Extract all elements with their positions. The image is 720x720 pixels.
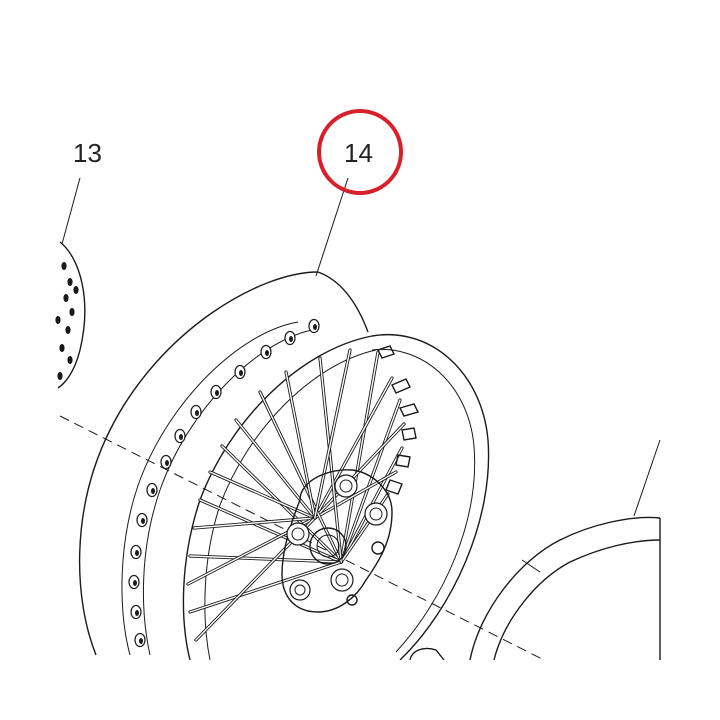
disc-holes [55, 262, 79, 380]
rim-front-inner [371, 348, 476, 653]
part-14-spoked-wheel [78, 271, 490, 661]
hub-carrier [281, 469, 393, 613]
rim-lip [121, 321, 299, 656]
rim-back-edge [317, 271, 369, 333]
callout-highlight-ring [317, 109, 403, 195]
disc-hole [61, 262, 67, 270]
callout-label-14[interactable]: 14 [344, 138, 373, 168]
hub-bolt-hole [286, 522, 310, 546]
adjacent-part-tire [409, 516, 661, 661]
disc-hole [59, 344, 65, 352]
disc-hole [67, 356, 73, 364]
disc-hole [65, 326, 71, 334]
hub-bolt-hole [330, 568, 354, 592]
leader-line-13 [61, 177, 81, 245]
disc-hole [67, 278, 73, 286]
part-13-brake-disc [55, 241, 86, 389]
disc-hole [69, 308, 75, 316]
leader-line-right [633, 439, 661, 517]
leader-line-14 [315, 177, 349, 277]
rim-spoke-holes [128, 318, 320, 648]
disc-hole [57, 372, 63, 380]
hub-center [309, 527, 347, 565]
wheel-hub [281, 469, 393, 613]
rim-outer-edge [78, 271, 319, 656]
hub-bolt-hole [364, 502, 388, 526]
rim-front [371, 334, 490, 661]
spoke-nipples [377, 345, 420, 495]
disc-hole [63, 294, 69, 302]
callout-label-13[interactable]: 13 [73, 138, 102, 168]
disc-hole [55, 316, 61, 324]
disc-hole [73, 286, 79, 294]
hub-bolt-hole [334, 474, 358, 498]
hub-bolt-hole [289, 579, 311, 601]
rim-front-near [182, 335, 373, 661]
